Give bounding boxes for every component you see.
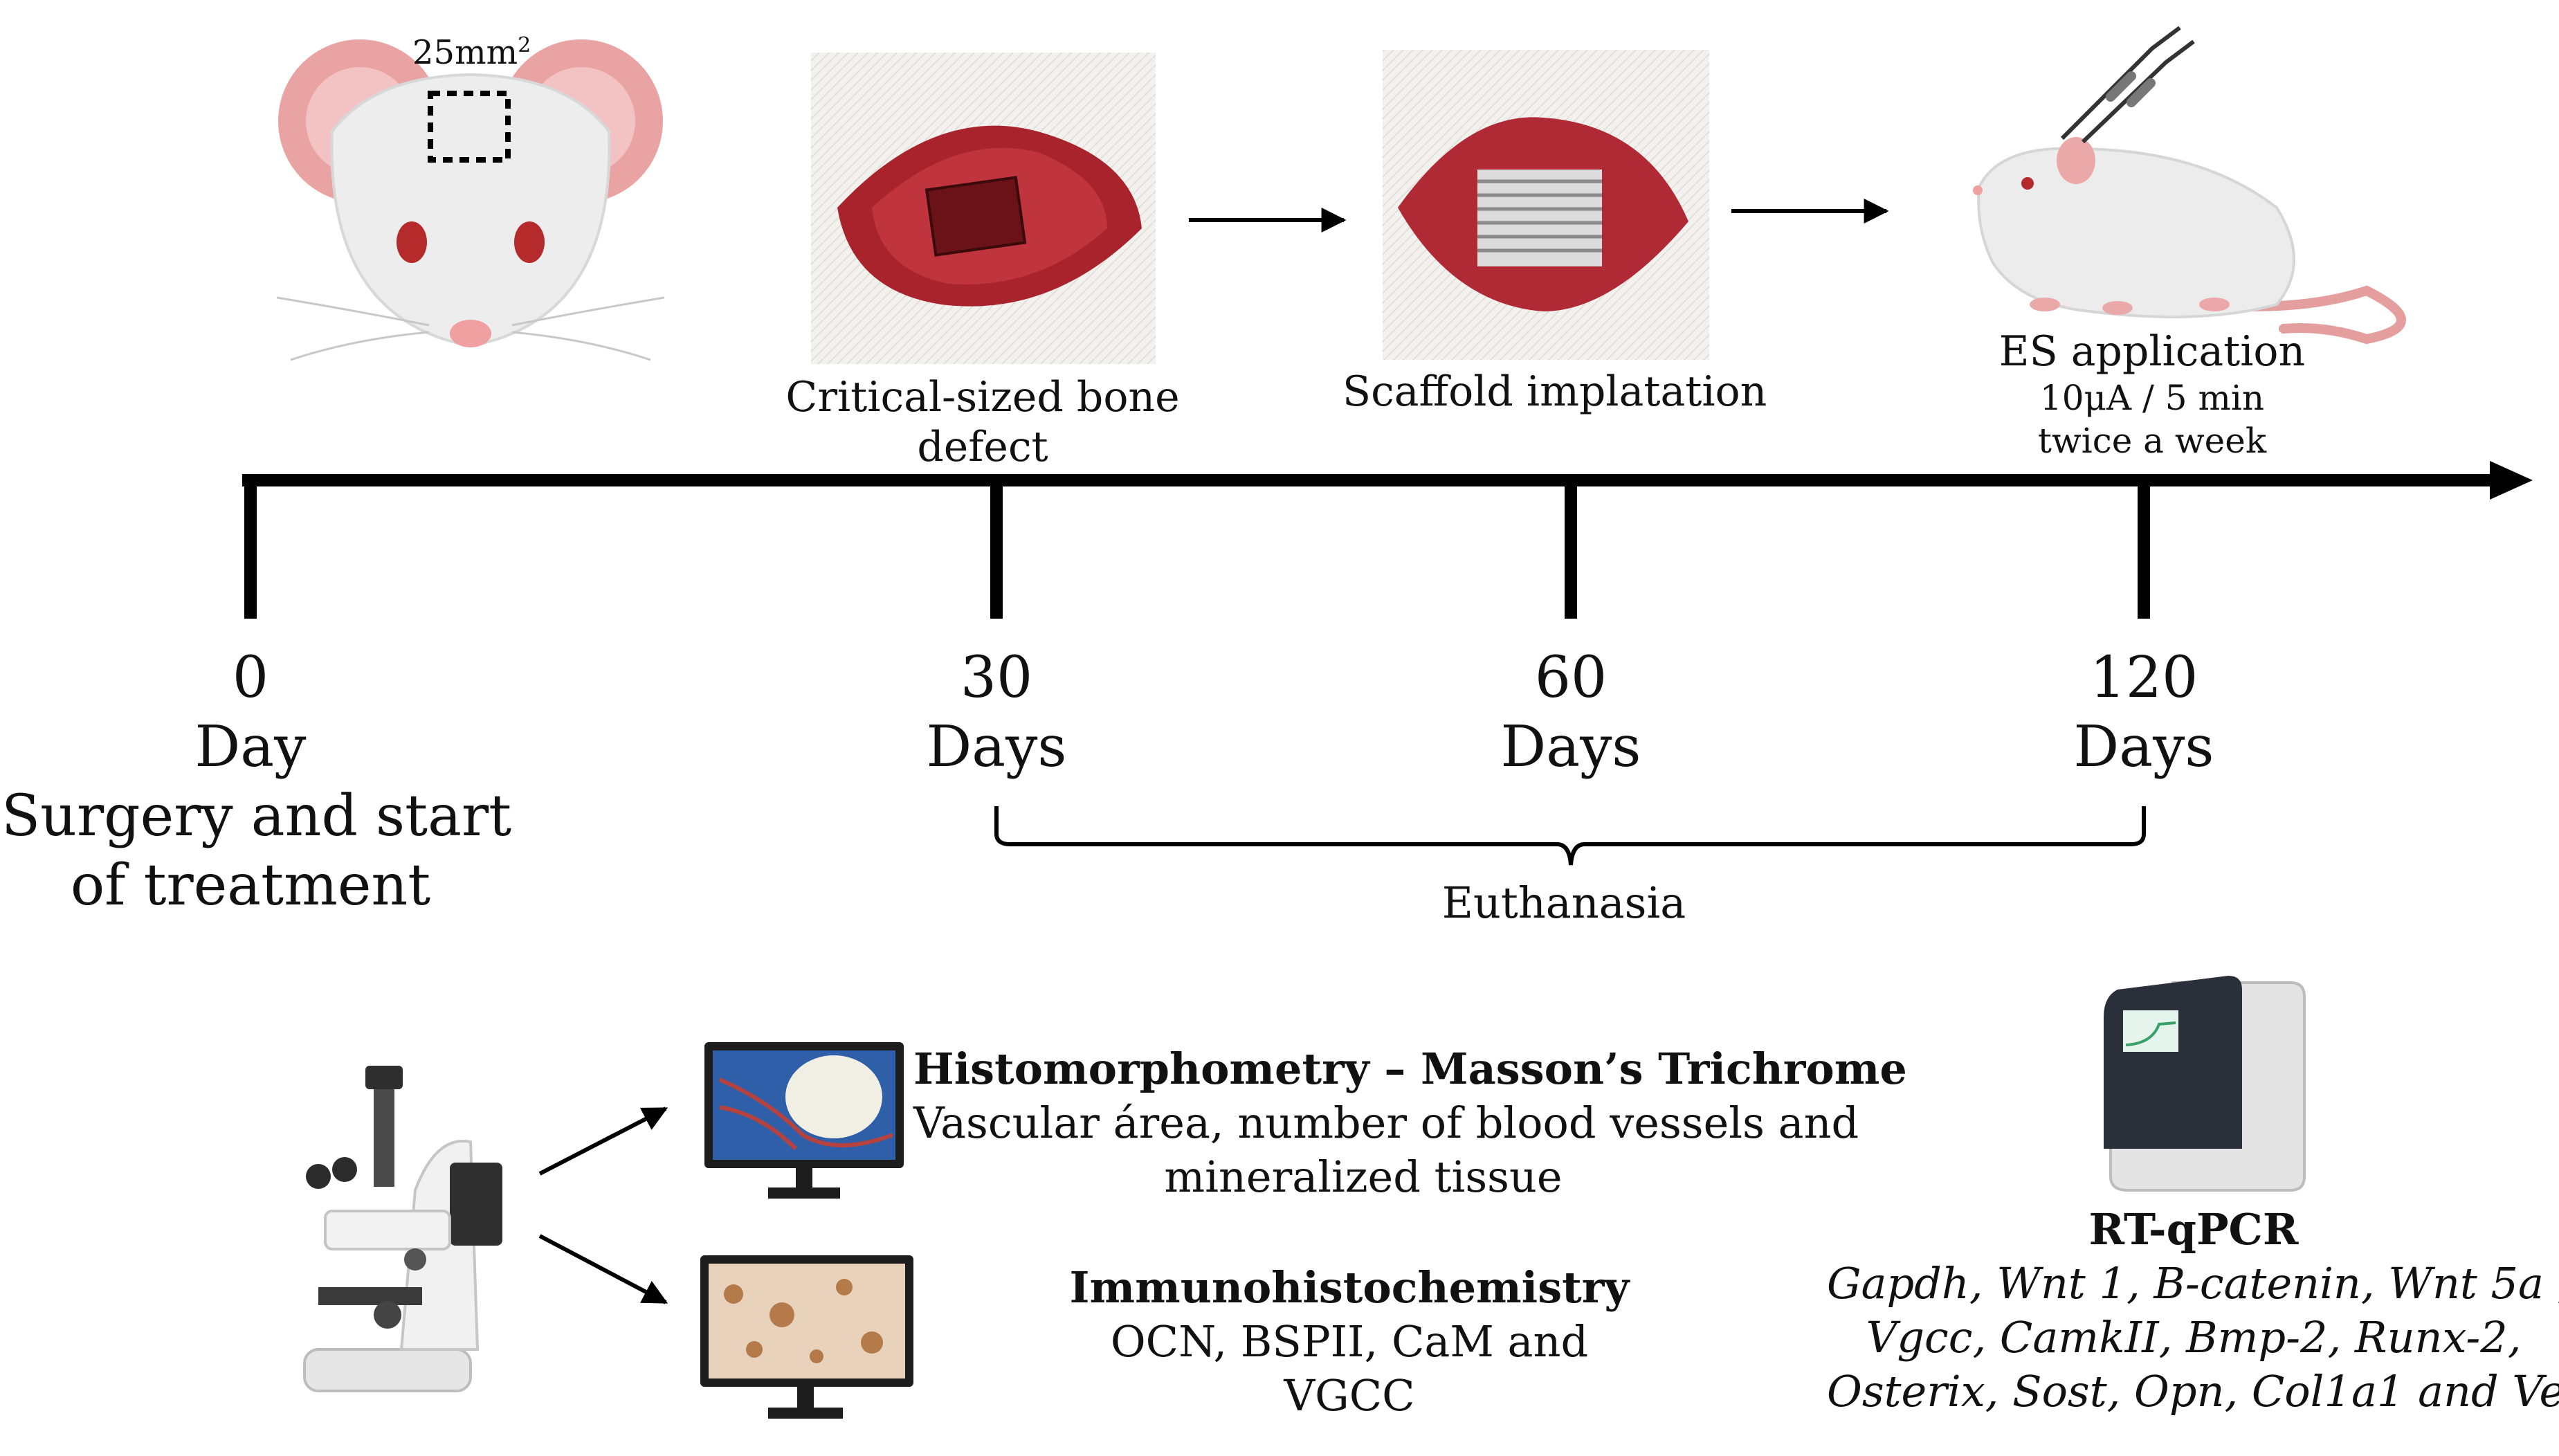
pcr-genes-line1: Gapdh, Wnt 1, Β-catenin, Wnt 5a , (1827, 1258, 2559, 1309)
pcr-block: RT-qPCR Gapdh, Wnt 1, Β-catenin, Wnt 5a … (1827, 1203, 2559, 1419)
arrow-to-histo (538, 1107, 668, 1176)
ihc-title: Immunohistochemistry (1069, 1262, 1630, 1313)
timeline-arrowhead (2490, 461, 2533, 500)
defect-caption: Critical-sized bone defect (775, 372, 1190, 472)
scaffold-grid (1477, 170, 1602, 266)
mouse-head-icon (276, 39, 665, 361)
microscope-icon (303, 1066, 502, 1392)
es-title: ES application (1998, 327, 2306, 376)
monitor-trichrome-icon (704, 1042, 904, 1199)
timepoint-0-extra2: of treatment (70, 853, 431, 918)
scaffold-caption: Scaffold implatation (1342, 367, 1767, 416)
timepoint-120: 120 Days (2005, 644, 2282, 782)
defect-caption-line2: defect (917, 423, 1048, 471)
histo-line1: Vascular área, number of blood vessels a… (913, 1098, 1859, 1148)
timepoint-60-unit: Days (1500, 714, 1641, 780)
timepoint-30-unit: Days (926, 714, 1067, 780)
ihc-line2: VGCC (1284, 1370, 1415, 1421)
es-frequency: twice a week (2037, 421, 2267, 461)
pcr-genes-line3: Osterix, Sost, Opn, Col1a1 and Vegf (1827, 1366, 2559, 1417)
bone-defect-photo (811, 53, 1156, 364)
histo-title: Histomorphometry – Masson’s Trichrome (913, 1044, 1907, 1094)
arrow-to-ihc (538, 1234, 668, 1304)
scaffold-photo (1383, 50, 1709, 360)
monitor-ihc-icon (700, 1255, 913, 1419)
timepoint-0-unit: Day (194, 714, 307, 780)
defect-caption-line1: Critical-sized bone (785, 373, 1180, 421)
timepoint-60-value: 60 (1534, 645, 1608, 711)
timepoint-30-value: 30 (960, 645, 1033, 711)
es-caption: ES application 10μA / 5 min twice a week (1979, 327, 2325, 462)
timepoint-120-unit: Days (2073, 714, 2214, 780)
defect-area-value: 25mm (412, 33, 518, 72)
defect-area-label: 25mm2 (412, 25, 531, 73)
ihc-line1: OCN, BSPII, CaM and (1110, 1316, 1589, 1367)
euthanasia-label: Euthanasia (1441, 877, 1686, 928)
es-dose: 10μA / 5 min (2039, 378, 2265, 418)
qpcr-machine-icon (2104, 976, 2306, 1192)
histo-block: Histomorphometry – Masson’s Trichrome Va… (913, 1042, 1907, 1204)
ihc-block: Immunohistochemistry OCN, BSPII, CaM and… (969, 1261, 1730, 1423)
timepoint-120-value: 120 (2089, 645, 2198, 711)
timepoint-0-value: 0 (232, 645, 269, 711)
pcr-title: RT-qPCR (2088, 1204, 2299, 1255)
timepoint-60: 60 Days (1432, 644, 1709, 782)
timepoint-0: 0 Day Surgery and start of treatment (1, 644, 512, 920)
timepoint-30: 30 Days (858, 644, 1135, 782)
euthanasia-brace (994, 806, 2146, 866)
pcr-genes-line2: Vgcc, CamkII, Bmp-2, Runx-2, (1866, 1312, 2522, 1363)
timepoint-0-extra1: Surgery and start (1, 783, 512, 849)
defect-area-superscript: 2 (518, 33, 531, 57)
mouse-electrodes-icon (1973, 26, 2406, 345)
histo-line2: mineralized tissue (1164, 1152, 1563, 1202)
